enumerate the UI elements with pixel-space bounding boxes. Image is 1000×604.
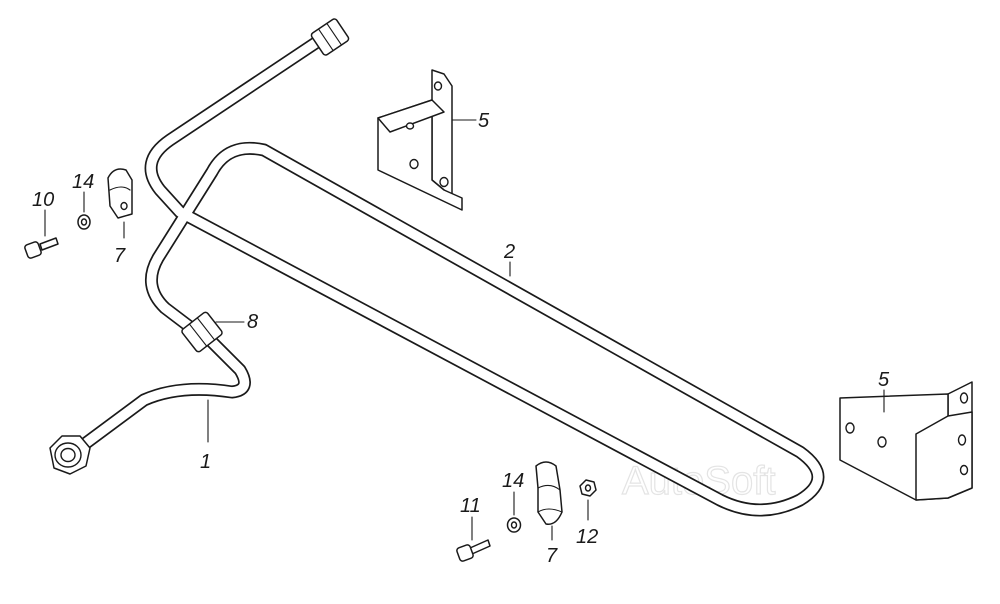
bracket-5-upper [377, 69, 463, 211]
callout-5-right: 5 [878, 369, 890, 391]
callout-14-left: 14 [72, 171, 94, 193]
callout-2: 2 [503, 241, 515, 263]
pipe-1-end-nut [49, 435, 91, 475]
callout-7-bottom: 7 [546, 545, 558, 567]
callout-7-left: 7 [114, 245, 126, 267]
callout-10: 10 [32, 189, 54, 211]
pipe-1 [49, 311, 251, 475]
callout-14-bottom: 14 [502, 470, 524, 492]
leader-lines [44, 119, 885, 541]
nut-12 [579, 479, 597, 497]
washer-14-bottom [506, 517, 522, 533]
clip-7-left [107, 168, 133, 219]
bracket-5-right [839, 381, 973, 501]
union-nut-8 [181, 311, 223, 353]
callout-8: 8 [247, 311, 258, 333]
clip-7-bottom [535, 461, 563, 525]
bolt-11 [456, 539, 491, 562]
callout-1: 1 [200, 451, 211, 473]
callout-11: 11 [460, 495, 481, 517]
pipe-2-top-nut [310, 18, 350, 56]
callout-5-upper: 5 [478, 110, 490, 132]
bolt-10 [24, 237, 59, 259]
pipe-2 [144, 18, 825, 517]
callout-12: 12 [576, 526, 598, 548]
washer-14-left [77, 214, 91, 230]
